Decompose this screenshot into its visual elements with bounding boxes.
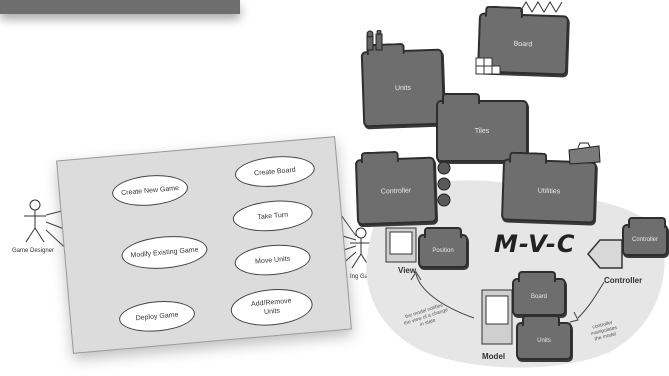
folder-tiles-label: Tiles	[474, 127, 490, 135]
soldier-figures-icon	[366, 30, 383, 51]
folder-view-controller: Controller	[622, 217, 668, 256]
grid-tiles-icon	[475, 57, 501, 75]
controller-label: Controller	[604, 276, 643, 285]
folder-units-model-label: Units	[537, 338, 551, 344]
game-pieces-icon	[437, 161, 451, 207]
toolbox-icon	[568, 142, 601, 165]
folder-view-controller-label: Controller	[631, 237, 658, 243]
actor-game-designer-label: Game Designer	[12, 248, 55, 254]
top-shadow-band	[0, 0, 240, 14]
folder-position-label: Position	[432, 248, 454, 254]
model-document-icon	[481, 289, 513, 345]
view-label: View	[398, 266, 417, 275]
folder-position: Position	[418, 227, 468, 268]
folder-board-model-label: Board	[530, 294, 547, 300]
zigzag-decoration-icon	[520, 1, 563, 13]
view-screen-icon	[385, 227, 417, 263]
mvc-title: M-V-C	[494, 230, 576, 258]
actor-game-designer-figure	[24, 199, 46, 243]
model-label: Model	[482, 352, 506, 361]
actor-gamer-label: Ing Gamer	[350, 274, 379, 280]
folder-units-model: Units	[516, 315, 572, 360]
